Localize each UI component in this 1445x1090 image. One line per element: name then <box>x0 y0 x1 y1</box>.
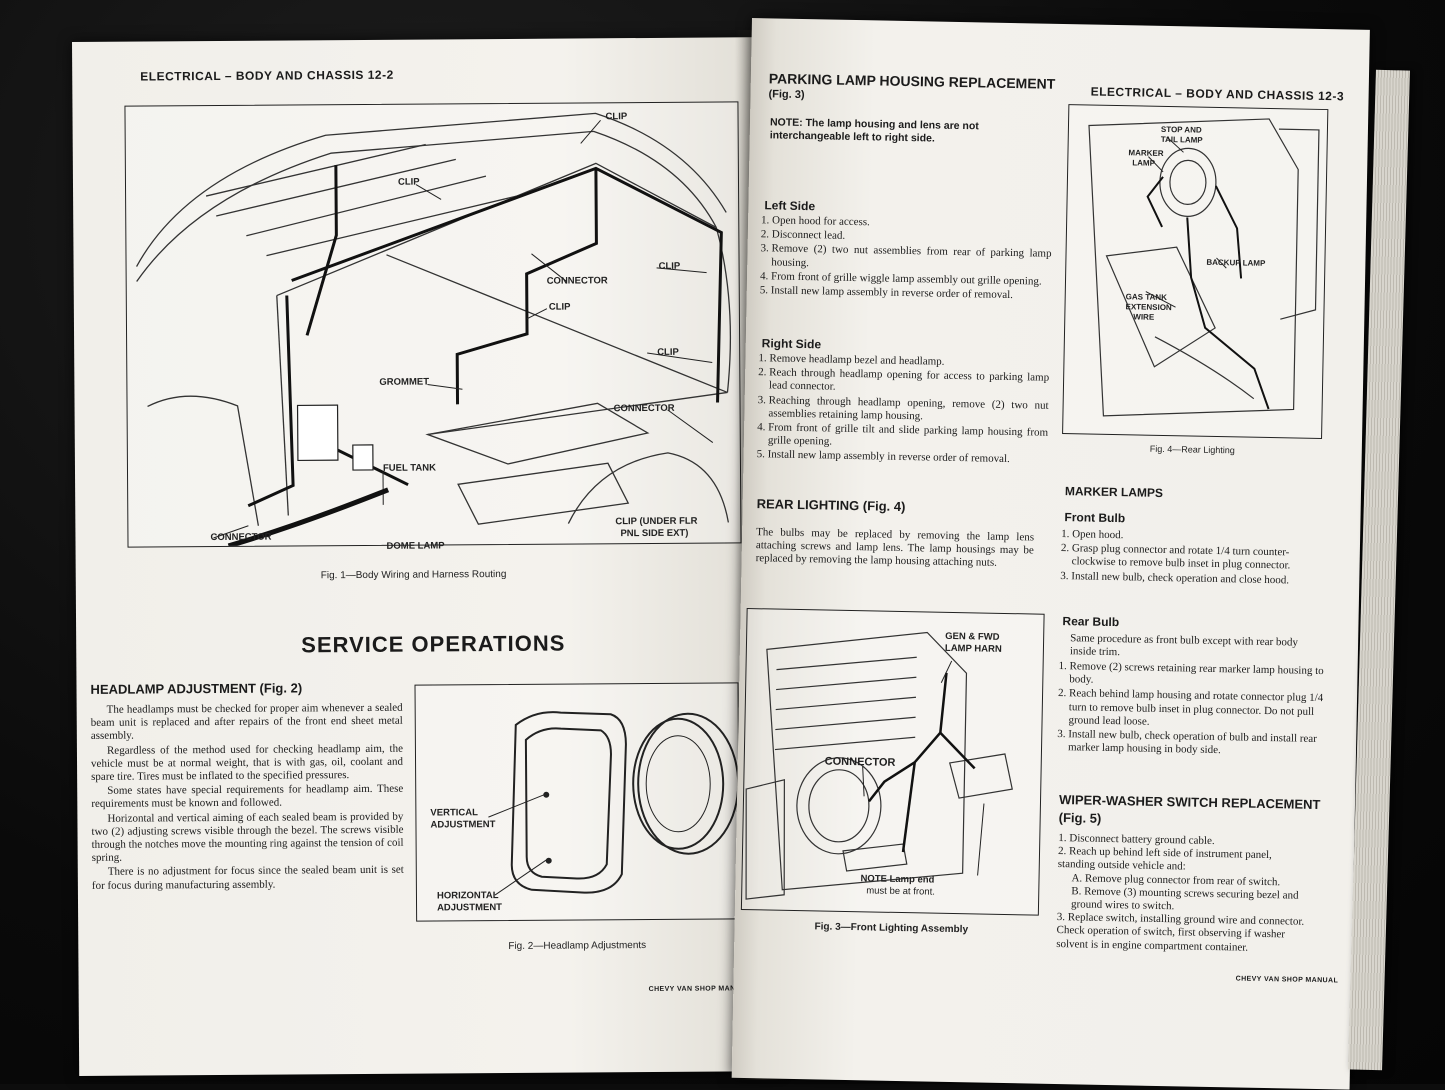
front-bulb-step: Grasp plug connector and rotate 1/4 turn… <box>1071 542 1331 573</box>
fig1-body-wiring-diagram: CLIP CLIP CONNECTOR CLIP CLIP GROMMET CL… <box>124 101 741 547</box>
fig3-connector-label: CONNECTOR <box>825 756 896 769</box>
fig1-clip-mid-label: CLIP <box>549 302 571 313</box>
fig1-grommet-label: GROMMET <box>379 377 429 388</box>
headlamp-paragraph: Horizontal and vertical aiming of each s… <box>91 810 403 865</box>
fig2-vertical-label-1: VERTICAL <box>430 807 478 818</box>
headlamp-paragraph: The headlamps must be checked for proper… <box>91 702 403 744</box>
fig1-clip-right-label: CLIP <box>659 261 681 272</box>
fig2-caption: Fig. 2—Headlamp Adjustments <box>508 940 646 952</box>
fig4-marker-label-1: MARKER <box>1128 148 1163 158</box>
fig1-fuel-tank-label: FUEL TANK <box>383 462 436 473</box>
left-side-steps: Open hood for access. Disconnect lead. R… <box>751 214 1053 304</box>
fig3-note-label-1: NOTE Lamp end <box>860 873 934 885</box>
wiper-step-b-key: B. <box>1071 885 1081 897</box>
rear-lighting-text: The bulbs may be replaced by removing th… <box>755 526 1034 571</box>
parking-lamp-note: NOTE: The lamp housing and lens are not … <box>770 116 1025 147</box>
front-bulb-steps: Open hood. Grasp plug connector and rota… <box>1051 528 1332 589</box>
headlamp-adjustment-text: The headlamps must be checked for proper… <box>91 702 404 894</box>
fig4-backup-label: BACKUP LAMP <box>1206 258 1265 268</box>
right-side-step: Reach through headlamp opening for acces… <box>769 367 1049 399</box>
fig1-connector-top-label: CONNECTOR <box>547 275 608 286</box>
fig4-rear-lighting-diagram: STOP AND TAIL LAMP MARKER LAMP BACKUP LA… <box>1062 104 1328 439</box>
right-side-steps: Remove headlamp bezel and headlamp. Reac… <box>747 352 1049 468</box>
fig4-gas-label-2: EXTENSION <box>1125 302 1171 312</box>
wiper-step-b-text: Remove (3) mounting screws securing beze… <box>1071 885 1299 912</box>
fig1-clip-under-label-2: PNL SIDE EXT) <box>620 528 688 539</box>
headlamp-adjustment-title: HEADLAMP ADJUSTMENT (Fig. 2) <box>90 680 302 696</box>
front-bulb-title: Front Bulb <box>1064 510 1125 525</box>
rear-bulb-step: Install new bulb, check operation of bul… <box>1068 728 1332 759</box>
left-side-title: Left Side <box>764 198 815 213</box>
fig1-clip-under-label-1: CLIP (UNDER FLR <box>615 516 697 528</box>
rear-lighting-title: REAR LIGHTING (Fig. 4) <box>757 496 906 514</box>
left-page-header: ELECTRICAL – BODY AND CHASSIS 12-2 <box>140 68 394 84</box>
fig1-clip-top-label: CLIP <box>605 111 627 122</box>
parking-lamp-title: PARKING LAMP HOUSING REPLACEMENT <box>769 70 1056 91</box>
wiper-step-3-text: Replace switch, installing ground wire a… <box>1056 911 1304 953</box>
headlamp-paragraph: There is no adjustment for focus since t… <box>92 864 404 893</box>
rear-bulb-step: Remove (2) screws retaining rear marker … <box>1069 660 1333 691</box>
fig4-gas-label-1: GAS TANK <box>1126 292 1167 302</box>
service-operations-title: SERVICE OPERATIONS <box>301 631 565 659</box>
fig3-front-lighting-diagram: GEN & FWD LAMP HARN CONNECTOR NOTE Lamp … <box>741 608 1045 916</box>
fig3-gen-label-1: GEN & FWD <box>945 631 1000 643</box>
fig4-caption: Fig. 4—Rear Lighting <box>1150 444 1235 456</box>
wiper-step-1-text: Disconnect battery ground cable. <box>1069 832 1215 847</box>
fig1-dome-lamp-label: DOME LAMP <box>386 540 444 551</box>
right-side-title: Right Side <box>762 336 822 351</box>
right-page: PARKING LAMP HOUSING REPLACEMENT (Fig. 3… <box>732 18 1370 1090</box>
left-page: ELECTRICAL – BODY AND CHASSIS 12-2 <box>72 37 779 1076</box>
wiper-step-3: 3. Replace switch, installing ground wir… <box>1056 911 1309 955</box>
marker-lamps-title: MARKER LAMPS <box>1065 484 1163 500</box>
parking-lamp-fig-ref: (Fig. 3) <box>768 88 804 101</box>
fig4-stop-label-2: TAIL LAMP <box>1161 135 1203 145</box>
rear-bulb-steps: Remove (2) screws retaining rear marker … <box>1048 660 1334 761</box>
headlamp-paragraph: Regardless of the method used for checki… <box>91 742 403 784</box>
fig2-horizontal-label-2: ADJUSTMENT <box>437 902 502 913</box>
wiper-washer-steps: 1. Disconnect battery ground cable. 2. R… <box>1056 832 1310 956</box>
wiper-step-2-text: Reach up behind left side of instrument … <box>1058 845 1272 872</box>
headlamp-bezel-drawing <box>416 683 740 920</box>
right-page-header: ELECTRICAL – BODY AND CHASSIS 12-3 <box>1091 85 1345 104</box>
rear-bulb-intro: Same procedure as front bulb except with… <box>1070 632 1314 663</box>
right-side-step: From front of grille tilt and slide park… <box>768 421 1048 453</box>
right-page-footer: CHEVY VAN SHOP MANUAL <box>1236 975 1339 984</box>
rear-bulb-step: Reach behind lamp housing and rotate con… <box>1068 688 1333 733</box>
fig1-clip-left-label: CLIP <box>398 177 420 188</box>
fig4-marker-label-2: LAMP <box>1132 158 1155 167</box>
fig2-headlamp-adjustment-diagram: VERTICAL ADJUSTMENT HORIZONTAL ADJUSTMEN… <box>414 682 740 921</box>
left-side-step: Remove (2) two nut assemblies from rear … <box>771 243 1051 275</box>
fig1-connector-bottom-label: CONNECTOR <box>210 532 271 543</box>
rear-bulb-title: Rear Bulb <box>1062 614 1119 629</box>
fig2-vertical-label-2: ADJUSTMENT <box>430 819 495 830</box>
wiper-washer-title-2: (Fig. 5) <box>1059 810 1102 826</box>
fig1-caption: Fig. 1—Body Wiring and Harness Routing <box>321 569 507 581</box>
fig3-caption: Fig. 3—Front Lighting Assembly <box>814 921 968 935</box>
rear-lighting-drawing <box>1063 105 1327 438</box>
wiper-washer-title-1: WIPER-WASHER SWITCH REPLACEMENT <box>1059 792 1321 812</box>
van-body-wiring-drawing <box>125 102 740 546</box>
fig4-stop-label-1: STOP AND <box>1161 125 1202 135</box>
fig1-connector-right-label: CONNECTOR <box>614 403 675 414</box>
fig3-gen-label-2: LAMP HARN <box>945 643 1002 655</box>
fig4-gas-label-3: WIRE <box>1133 312 1154 321</box>
right-side-step: Reaching through headlamp opening, remov… <box>768 394 1048 426</box>
fig3-note-label-2: must be at front. <box>866 885 935 897</box>
fig2-horizontal-label-1: HORIZONTAL <box>437 890 499 901</box>
headlamp-paragraph: Some states have special requirements fo… <box>91 783 403 812</box>
fig1-clip-lower-label: CLIP <box>657 347 679 358</box>
wiper-step-a-key: A. <box>1071 872 1082 884</box>
